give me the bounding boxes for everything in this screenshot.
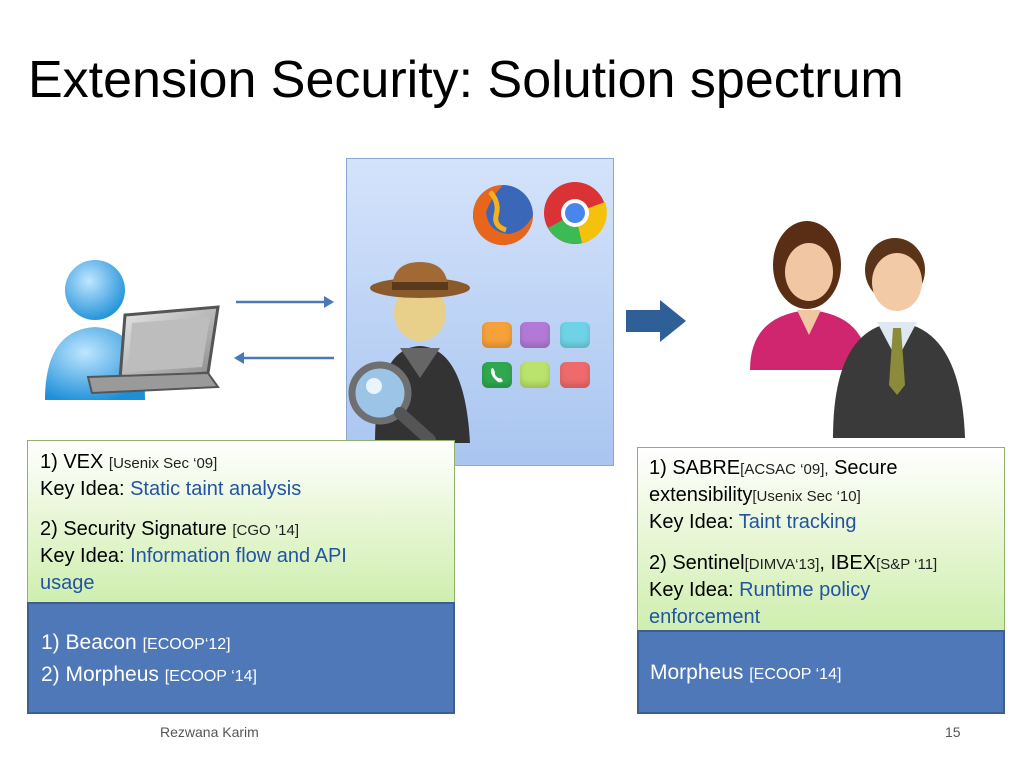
left-item2-key: Key Idea: Information flow and API [40,545,347,567]
right-item2: 2) Sentinel[DIMVA‘13], IBEX[S&P ‘11] [649,552,938,574]
left-tools-box: 1) Beacon [ECOOP‘12] 2) Morpheus [ECOOP … [27,602,455,714]
right-research-box: 1) SABRE[ACSAC ‘09], Secure extensibilit… [637,447,1005,633]
left-item2: 2) Security Signature [CGO ’14] [40,518,300,540]
page-number: 15 [945,724,961,740]
footer-author: Rezwana Karim [160,724,259,740]
firefox-icon [473,185,533,245]
left-blue-item1: 1) Beacon [ECOOP‘12] [41,631,231,654]
phone-icon [482,362,512,388]
right-item2-key-cont: enforcement [649,606,761,628]
right-item1: 1) SABRE[ACSAC ‘09], Secure [649,457,898,479]
right-item1-key: Key Idea: Taint tracking [649,511,857,533]
spy-magnifier-icon [348,262,470,446]
right-item1-line2: extensibility[Usenix Sec ‘10] [649,484,861,506]
right-blue-item1: Morpheus [ECOOP ‘14] [650,661,842,684]
left-blue-item2: 2) Morpheus [ECOOP ‘14] [41,663,257,686]
left-item2-key-cont: usage [40,572,95,594]
slide-title: Extension Security: Solution spectrum [28,51,904,109]
big-arrow-icon [626,300,686,342]
right-item2-key: Key Idea: Runtime policy [649,579,871,601]
chrome-icon [544,182,607,244]
left-item1: 1) VEX [Usenix Sec ‘09] [40,451,218,473]
left-item1-key: Key Idea: Static taint analysis [40,478,302,500]
right-tools-box: Morpheus [ECOOP ‘14] [637,630,1005,714]
request-arrows [234,296,334,364]
app-tiles-icon [482,322,592,392]
left-research-box: 1) VEX [Usenix Sec ‘09] Key Idea: Static… [27,440,455,604]
user-laptop-icon [45,260,220,400]
developers-icon [750,221,965,438]
